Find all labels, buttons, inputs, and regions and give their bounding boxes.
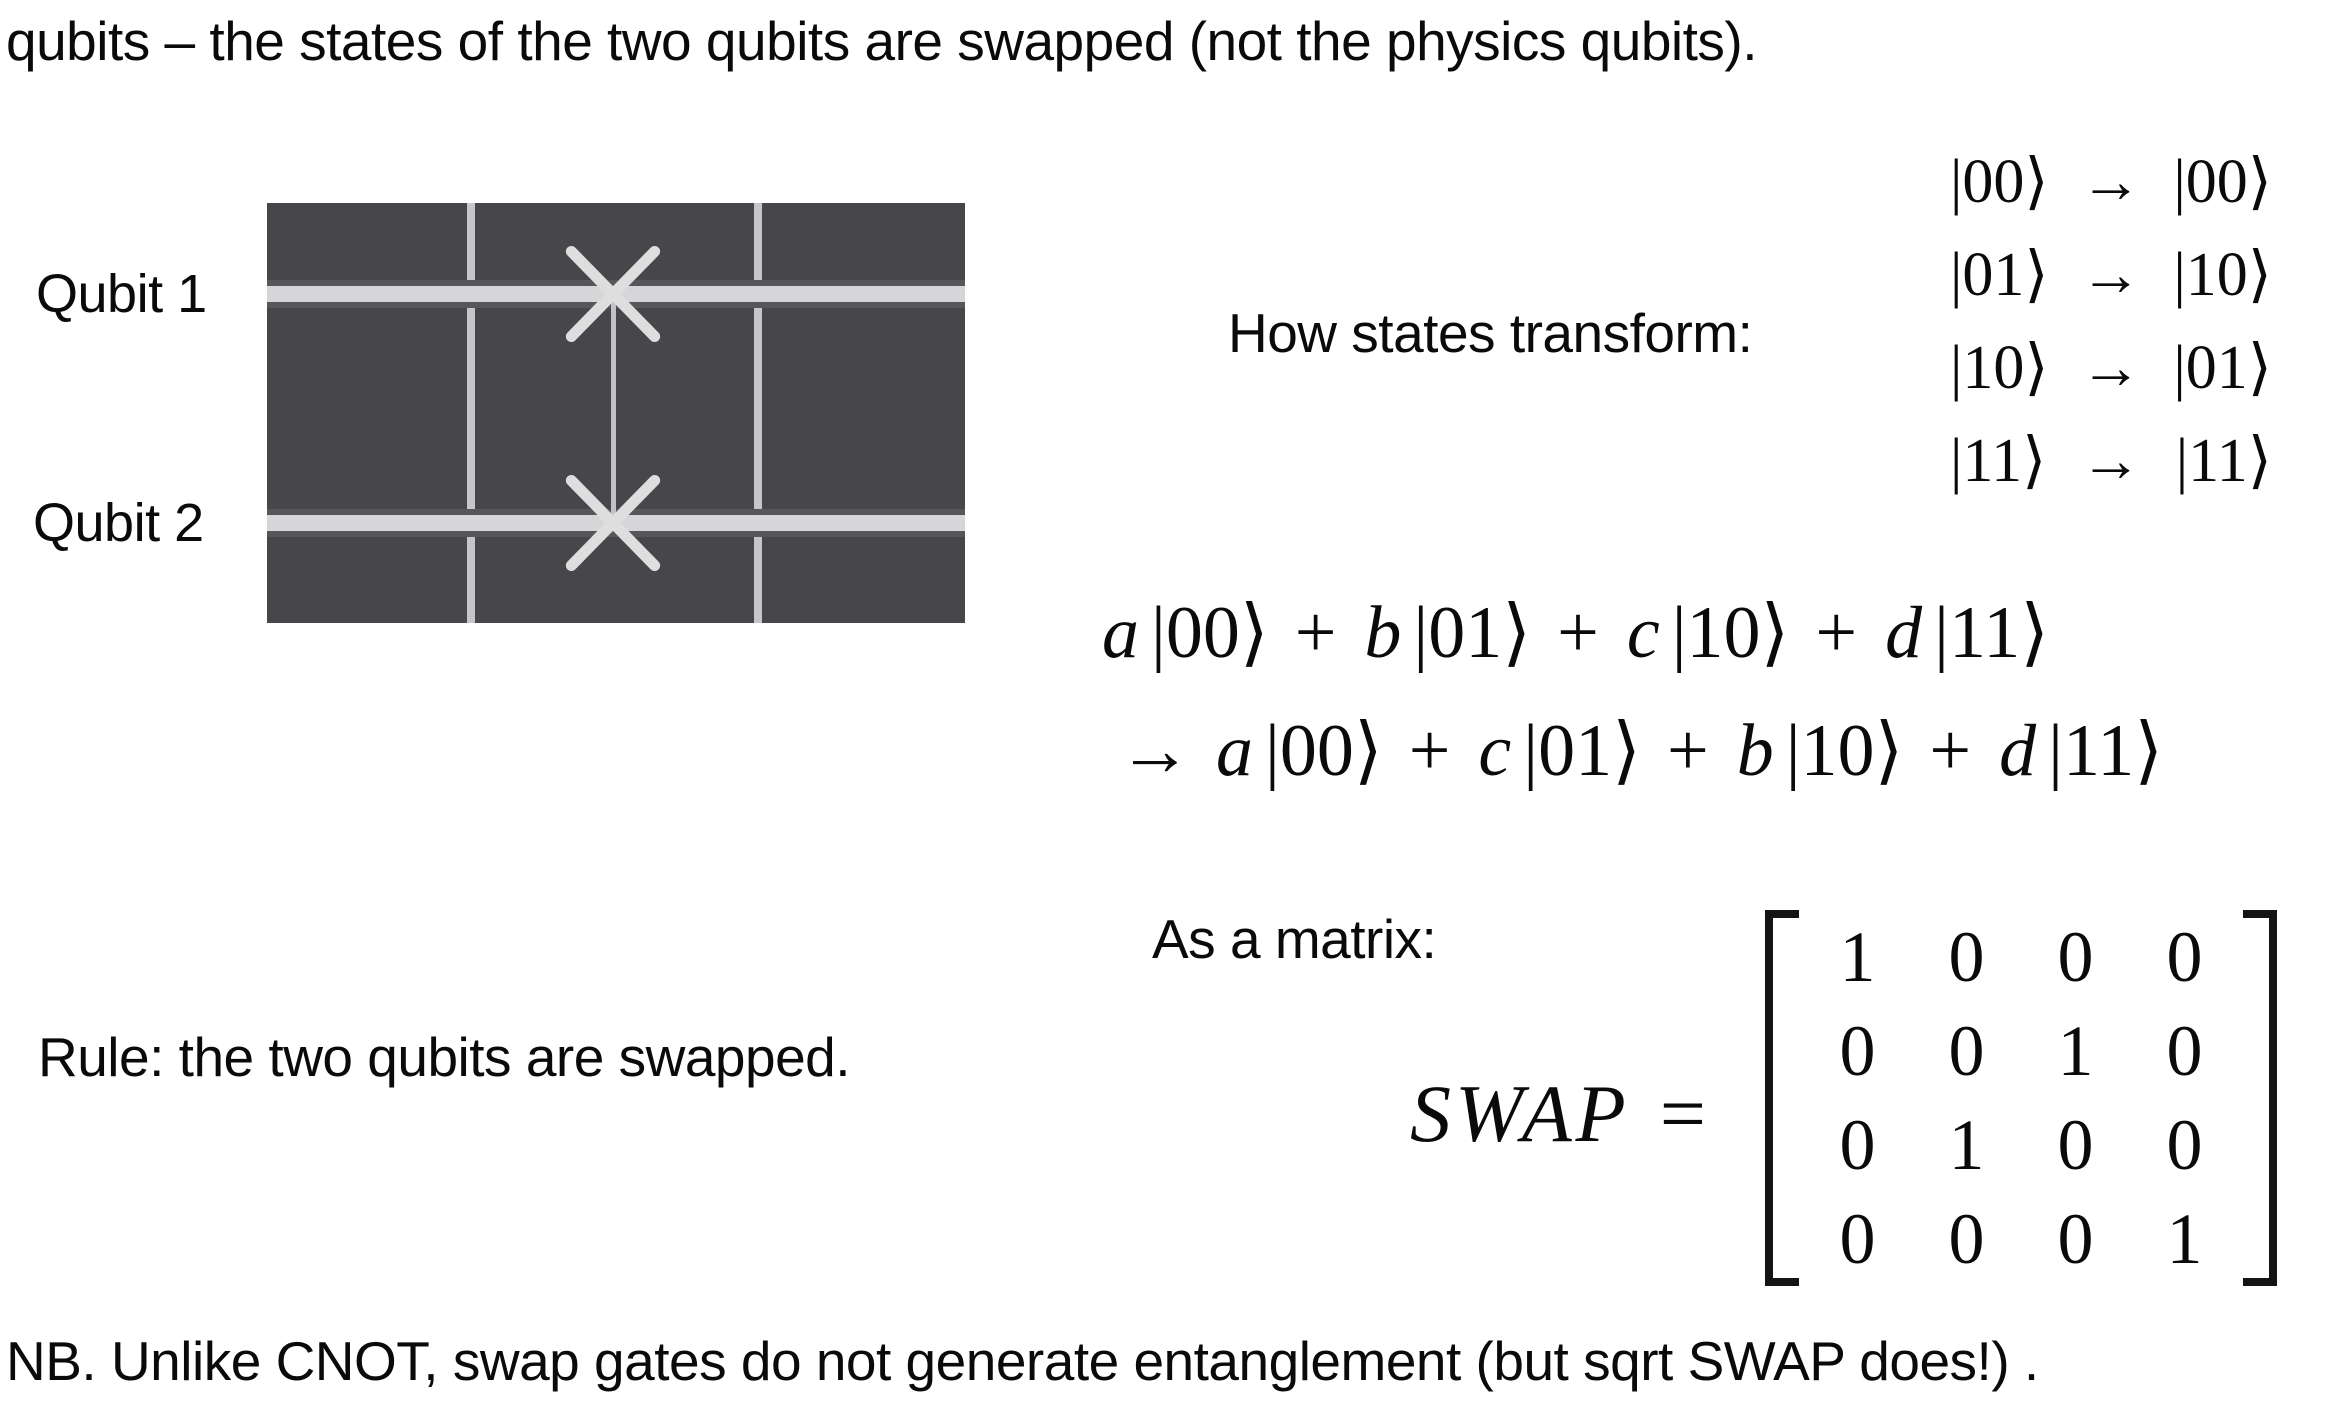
swap-lhs: SWAP: [1410, 1068, 1630, 1159]
equals-sign: =: [1659, 1068, 1707, 1159]
eq-token-var: c: [1626, 592, 1660, 674]
maps-to-arrow: →: [2080, 241, 2142, 309]
maps-to-arrow: →: [2080, 427, 2142, 495]
matrix-cell: 0: [1948, 916, 1985, 997]
superposition-line-1: a|00⟩ + b|01⟩ + c|10⟩ + d|11⟩: [1100, 590, 2049, 676]
eq-token-op: +: [1557, 592, 1599, 674]
eq-token-var: a: [1102, 592, 1139, 674]
eq-token-ket: |00⟩: [1151, 592, 1269, 674]
matrix-cell: 0: [1948, 1010, 1985, 1091]
eq-token-op: +: [1815, 592, 1858, 674]
as-a-matrix-heading: As a matrix:: [1152, 908, 1437, 970]
transform-row: |11⟩ → |11⟩: [1950, 426, 2272, 496]
maps-to-arrow: →: [2080, 148, 2142, 216]
matrix-cell: 0: [2166, 916, 2203, 997]
eq-token-ket: |01⟩: [1523, 710, 1641, 792]
eq-token-op: +: [1666, 710, 1709, 792]
eq-token-op: +: [1294, 592, 1337, 674]
eq-token-ket: |10⟩: [1671, 592, 1790, 674]
state-from: |10⟩: [1950, 334, 2049, 402]
state-to: |00⟩: [2173, 148, 2272, 216]
matrix-cell: 0: [2057, 1104, 2094, 1185]
matrix-cell: 1: [2057, 1010, 2094, 1091]
eq-token-var: a: [1216, 710, 1253, 792]
slide-title: qubits – the states of the two qubits ar…: [6, 10, 1758, 72]
state-to: |11⟩: [2175, 427, 2272, 495]
matrix-bracket-right: [2243, 910, 2277, 1286]
eq-token-var: b: [1736, 710, 1774, 792]
matrix-cell: 0: [1948, 1198, 1985, 1279]
matrix-cell: 0: [2057, 1198, 2094, 1279]
state-to: |01⟩: [2173, 334, 2272, 402]
matrix-cell: 0: [2166, 1010, 2203, 1091]
circuit-divider-1: [467, 203, 475, 623]
matrix-cell: 0: [2166, 1104, 2203, 1185]
rule-text: Rule: the two qubits are swapped.: [38, 1026, 851, 1088]
matrix-cell: 0: [2057, 916, 2094, 997]
qubit2-label: Qubit 2: [33, 493, 204, 553]
swap-connector: [611, 294, 616, 523]
matrix-cell: 1: [1839, 916, 1876, 997]
eq-token-var: c: [1478, 710, 1512, 792]
swap-equation: SWAP =: [1410, 1066, 1706, 1162]
eq-token-op: +: [1408, 710, 1451, 792]
matrix-cell: 1: [2166, 1198, 2203, 1279]
eq-token-ket: |10⟩: [1785, 710, 1904, 792]
superposition-line-2: → a|00⟩ + c|01⟩ + b|10⟩ + d|11⟩: [1118, 708, 2163, 794]
eq-token-var: b: [1364, 592, 1402, 674]
eq-token-op: +: [1929, 710, 1972, 792]
transform-rows: |00⟩ → |00⟩ |01⟩ → |10⟩ |10⟩ → |01⟩ |11⟩ → |11⟩: [1950, 147, 2272, 496]
matrix-cell: 0: [1839, 1198, 1876, 1279]
matrix-cell: 0: [1839, 1104, 1876, 1185]
matrix-cell: 1: [1948, 1104, 1985, 1185]
circuit-divider-2: [754, 203, 762, 623]
transform-row: |10⟩ → |01⟩: [1950, 333, 2272, 403]
state-from: |00⟩: [1950, 148, 2049, 216]
circuit-panel: [267, 203, 965, 623]
footnote-text: NB. Unlike CNOT, swap gates do not gener…: [6, 1330, 2039, 1392]
qubit1-label: Qubit 1: [36, 264, 207, 324]
eq-token-ket: |01⟩: [1413, 592, 1532, 674]
eq-token-ket: |00⟩: [1265, 710, 1383, 792]
transform-row: |01⟩ → |10⟩: [1950, 240, 2272, 310]
eq-token-ket: |11⟩: [2048, 710, 2164, 792]
eq-token-var: d: [1885, 592, 1923, 674]
state-from: |11⟩: [1950, 427, 2047, 495]
matrix-bracket-left: [1765, 910, 1799, 1286]
eq-token-var: d: [1999, 710, 2037, 792]
maps-to-arrow: →: [2080, 334, 2142, 402]
matrix-cell: 0: [1839, 1010, 1876, 1091]
state-from: |01⟩: [1950, 241, 2049, 309]
state-to: |10⟩: [2173, 241, 2272, 309]
transform-row: |00⟩ → |00⟩: [1950, 147, 2272, 217]
eq-token-arrow: →: [1118, 710, 1192, 792]
transforms-heading: How states transform:: [1228, 302, 1753, 364]
eq-token-ket: |11⟩: [1934, 592, 2050, 674]
